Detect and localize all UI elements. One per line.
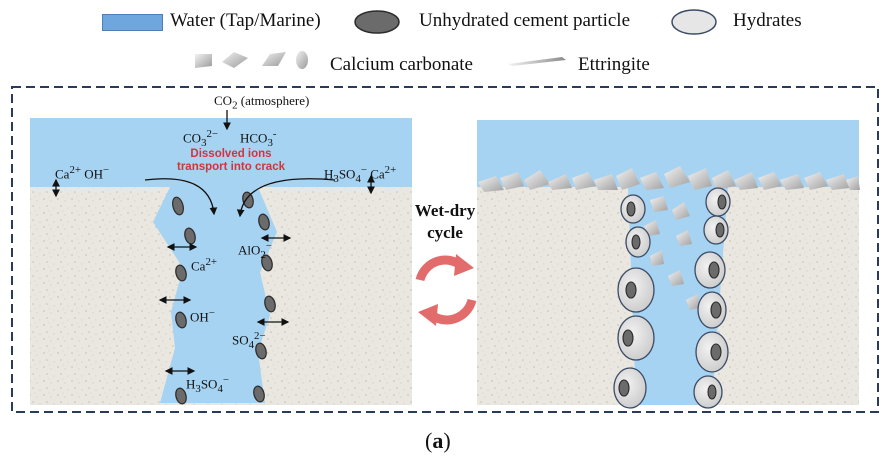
- legend-hydrates-label: Hydrates: [733, 10, 802, 31]
- legend-water-label: Water (Tap/Marine): [170, 10, 321, 31]
- carbonate-label: CO32−: [183, 128, 219, 149]
- left-unhydrated-particles: [172, 191, 276, 405]
- legend-unhydrated-label: Unhydrated cement particle: [419, 10, 631, 31]
- unhydrated-particle: [172, 196, 184, 216]
- left-arrows: [52, 110, 375, 375]
- flow-arrow-right: [236, 178, 336, 218]
- right-unhydrated-particles: [618, 194, 727, 400]
- unhydrated-particle: [715, 222, 725, 238]
- left-water-layer: [30, 118, 412, 187]
- unhydrated-particle: [264, 295, 276, 313]
- unhydrated-particle: [717, 194, 727, 210]
- ca-oh-left-label: Ca2+ OH−: [55, 164, 110, 182]
- legend-hydrates-icon: [671, 9, 717, 35]
- flow-arrow-left: [144, 178, 218, 216]
- crack-h3so4-label: H3SO4−: [186, 374, 229, 395]
- legend-ettringite-icon: [508, 57, 566, 66]
- right-panel: [477, 120, 860, 409]
- unhydrated-particle: [631, 234, 641, 250]
- calcium-carbonate-crust: [478, 166, 860, 310]
- unhydrated-particle: [261, 254, 273, 272]
- unhydrated-particle: [622, 329, 634, 347]
- legend-unhydrated-icon: [354, 10, 400, 34]
- unhydrated-particle: [175, 311, 187, 329]
- unhydrated-particle: [626, 201, 636, 217]
- unhydrated-particle: [258, 213, 270, 231]
- unhydrated-particle: [618, 379, 630, 397]
- left-panel: [30, 110, 412, 405]
- crack-ca-label: Ca2+: [191, 256, 217, 274]
- hydrate: [617, 315, 655, 361]
- unhydrated-particle: [242, 191, 254, 209]
- unhydrated-particle: [175, 264, 187, 282]
- unhydrated-particle: [625, 281, 637, 299]
- unhydrated-particle: [707, 384, 717, 400]
- unhydrated-particle: [255, 342, 267, 360]
- legend-water-swatch: [102, 14, 163, 31]
- wet-dry-cycle-label: Wet-dry cycle: [414, 201, 476, 242]
- legend-ettringite-label: Ettringite: [578, 54, 650, 75]
- bicarbonate-label: HCO3-: [240, 128, 277, 149]
- unhydrated-particle: [175, 387, 187, 405]
- crack-so4-label: SO42−: [232, 330, 266, 351]
- left-crack: [153, 187, 277, 403]
- crack-alo2-label: AlO2−: [238, 240, 272, 261]
- legend-calcium-carbonate-label: Calcium carbonate: [330, 54, 473, 75]
- hydrate: [613, 367, 647, 409]
- crack-oh-label: OH−: [190, 307, 215, 325]
- cycle-arrowhead-top: [454, 254, 474, 276]
- cycle-arrowhead-bottom: [418, 304, 438, 326]
- h3so4-ca-right-label: H3SO4− Ca2+: [324, 164, 397, 185]
- legend-calcium-carbonate-icon: [195, 51, 308, 69]
- unhydrated-particle: [253, 385, 265, 403]
- dissolved-ions-note: Dissolved ions transport into crack: [177, 148, 285, 173]
- dashed-frame: [11, 86, 879, 413]
- unhydrated-particle: [710, 301, 722, 319]
- unhydrated-particle: [710, 343, 722, 361]
- co2-label: CO2 (atmosphere): [214, 93, 310, 112]
- figure-caption: (a): [425, 428, 451, 453]
- unhydrated-particle: [708, 261, 720, 279]
